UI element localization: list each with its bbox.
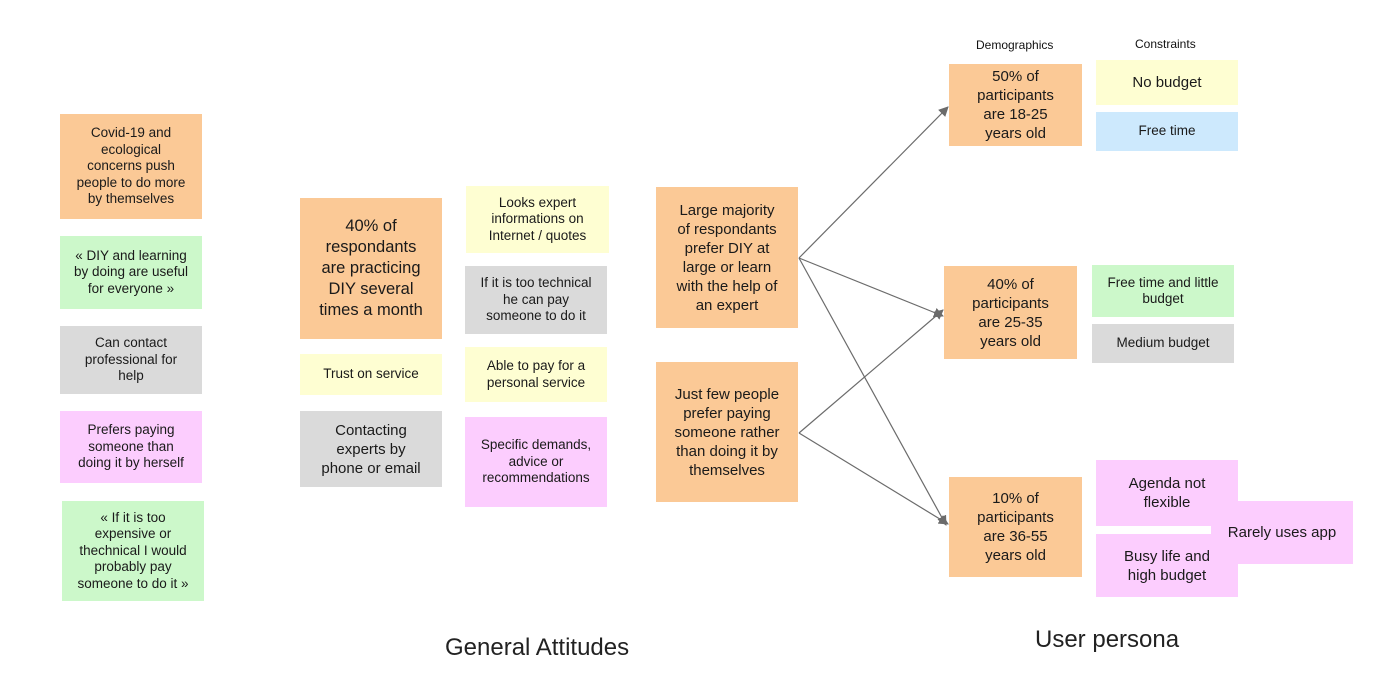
note-able-to-pay: Able to pay for a personal service: [465, 347, 607, 402]
note-demographic-18-25: 50% of participants are 18-25 years old: [949, 64, 1082, 146]
note-too-expensive-quote: « If it is too expensive or thechnical I…: [62, 501, 204, 601]
note-free-time-little-budget: Free time and little budget: [1092, 265, 1234, 317]
note-free-time: Free time: [1096, 112, 1238, 151]
note-demographic-25-35: 40% of participants are 25-35 years old: [944, 266, 1077, 359]
note-diy-useful-quote: « DIY and learning by doing are useful f…: [60, 236, 202, 309]
note-specific-demands: Specific demands, advice or recommendati…: [465, 417, 607, 507]
note-contacting-experts: Contacting experts by phone or email: [300, 411, 442, 487]
note-contact-professional: Can contact professional for help: [60, 326, 202, 394]
note-majority-prefer-diy: Large majority of respondants prefer DIY…: [656, 187, 798, 328]
note-demographic-36-55: 10% of participants are 36-55 years old: [949, 477, 1082, 577]
section-title-user-persona: User persona: [1035, 626, 1180, 653]
note-rarely-uses-app: Rarely uses app: [1211, 501, 1353, 564]
note-prefers-paying: Prefers paying someone than doing it by …: [60, 411, 202, 483]
section-title-general-attitudes: General Attitudes: [445, 634, 630, 661]
note-trust-on-service: Trust on service: [300, 354, 442, 395]
note-few-prefer-paying: Just few people prefer paying someone ra…: [656, 362, 798, 502]
arrow-majority-to-25-35: [798, 257, 944, 318]
arrow-majority-to-36-55: [798, 257, 947, 526]
arrow-few-to-36-55: [798, 432, 949, 525]
note-agenda-not-flexible: Agenda not flexible: [1096, 460, 1238, 526]
heading-constraints: Constraints: [1135, 37, 1196, 51]
arrow-majority-to-18-25: [798, 106, 949, 259]
note-no-budget: No budget: [1096, 60, 1238, 105]
note-looks-expert-info: Looks expert informations on Internet / …: [466, 186, 609, 253]
note-busy-life-high-budget: Busy life and high budget: [1096, 534, 1238, 597]
heading-demographics: Demographics: [976, 38, 1054, 52]
note-too-technical: If it is too technical he can pay someon…: [465, 266, 607, 334]
note-40-percent-practicing: 40% of respondants are practicing DIY se…: [300, 198, 442, 339]
arrow-few-to-25-35: [798, 309, 944, 434]
note-covid-concerns: Covid-19 and ecological concerns push pe…: [60, 114, 202, 219]
note-medium-budget: Medium budget: [1092, 324, 1234, 363]
